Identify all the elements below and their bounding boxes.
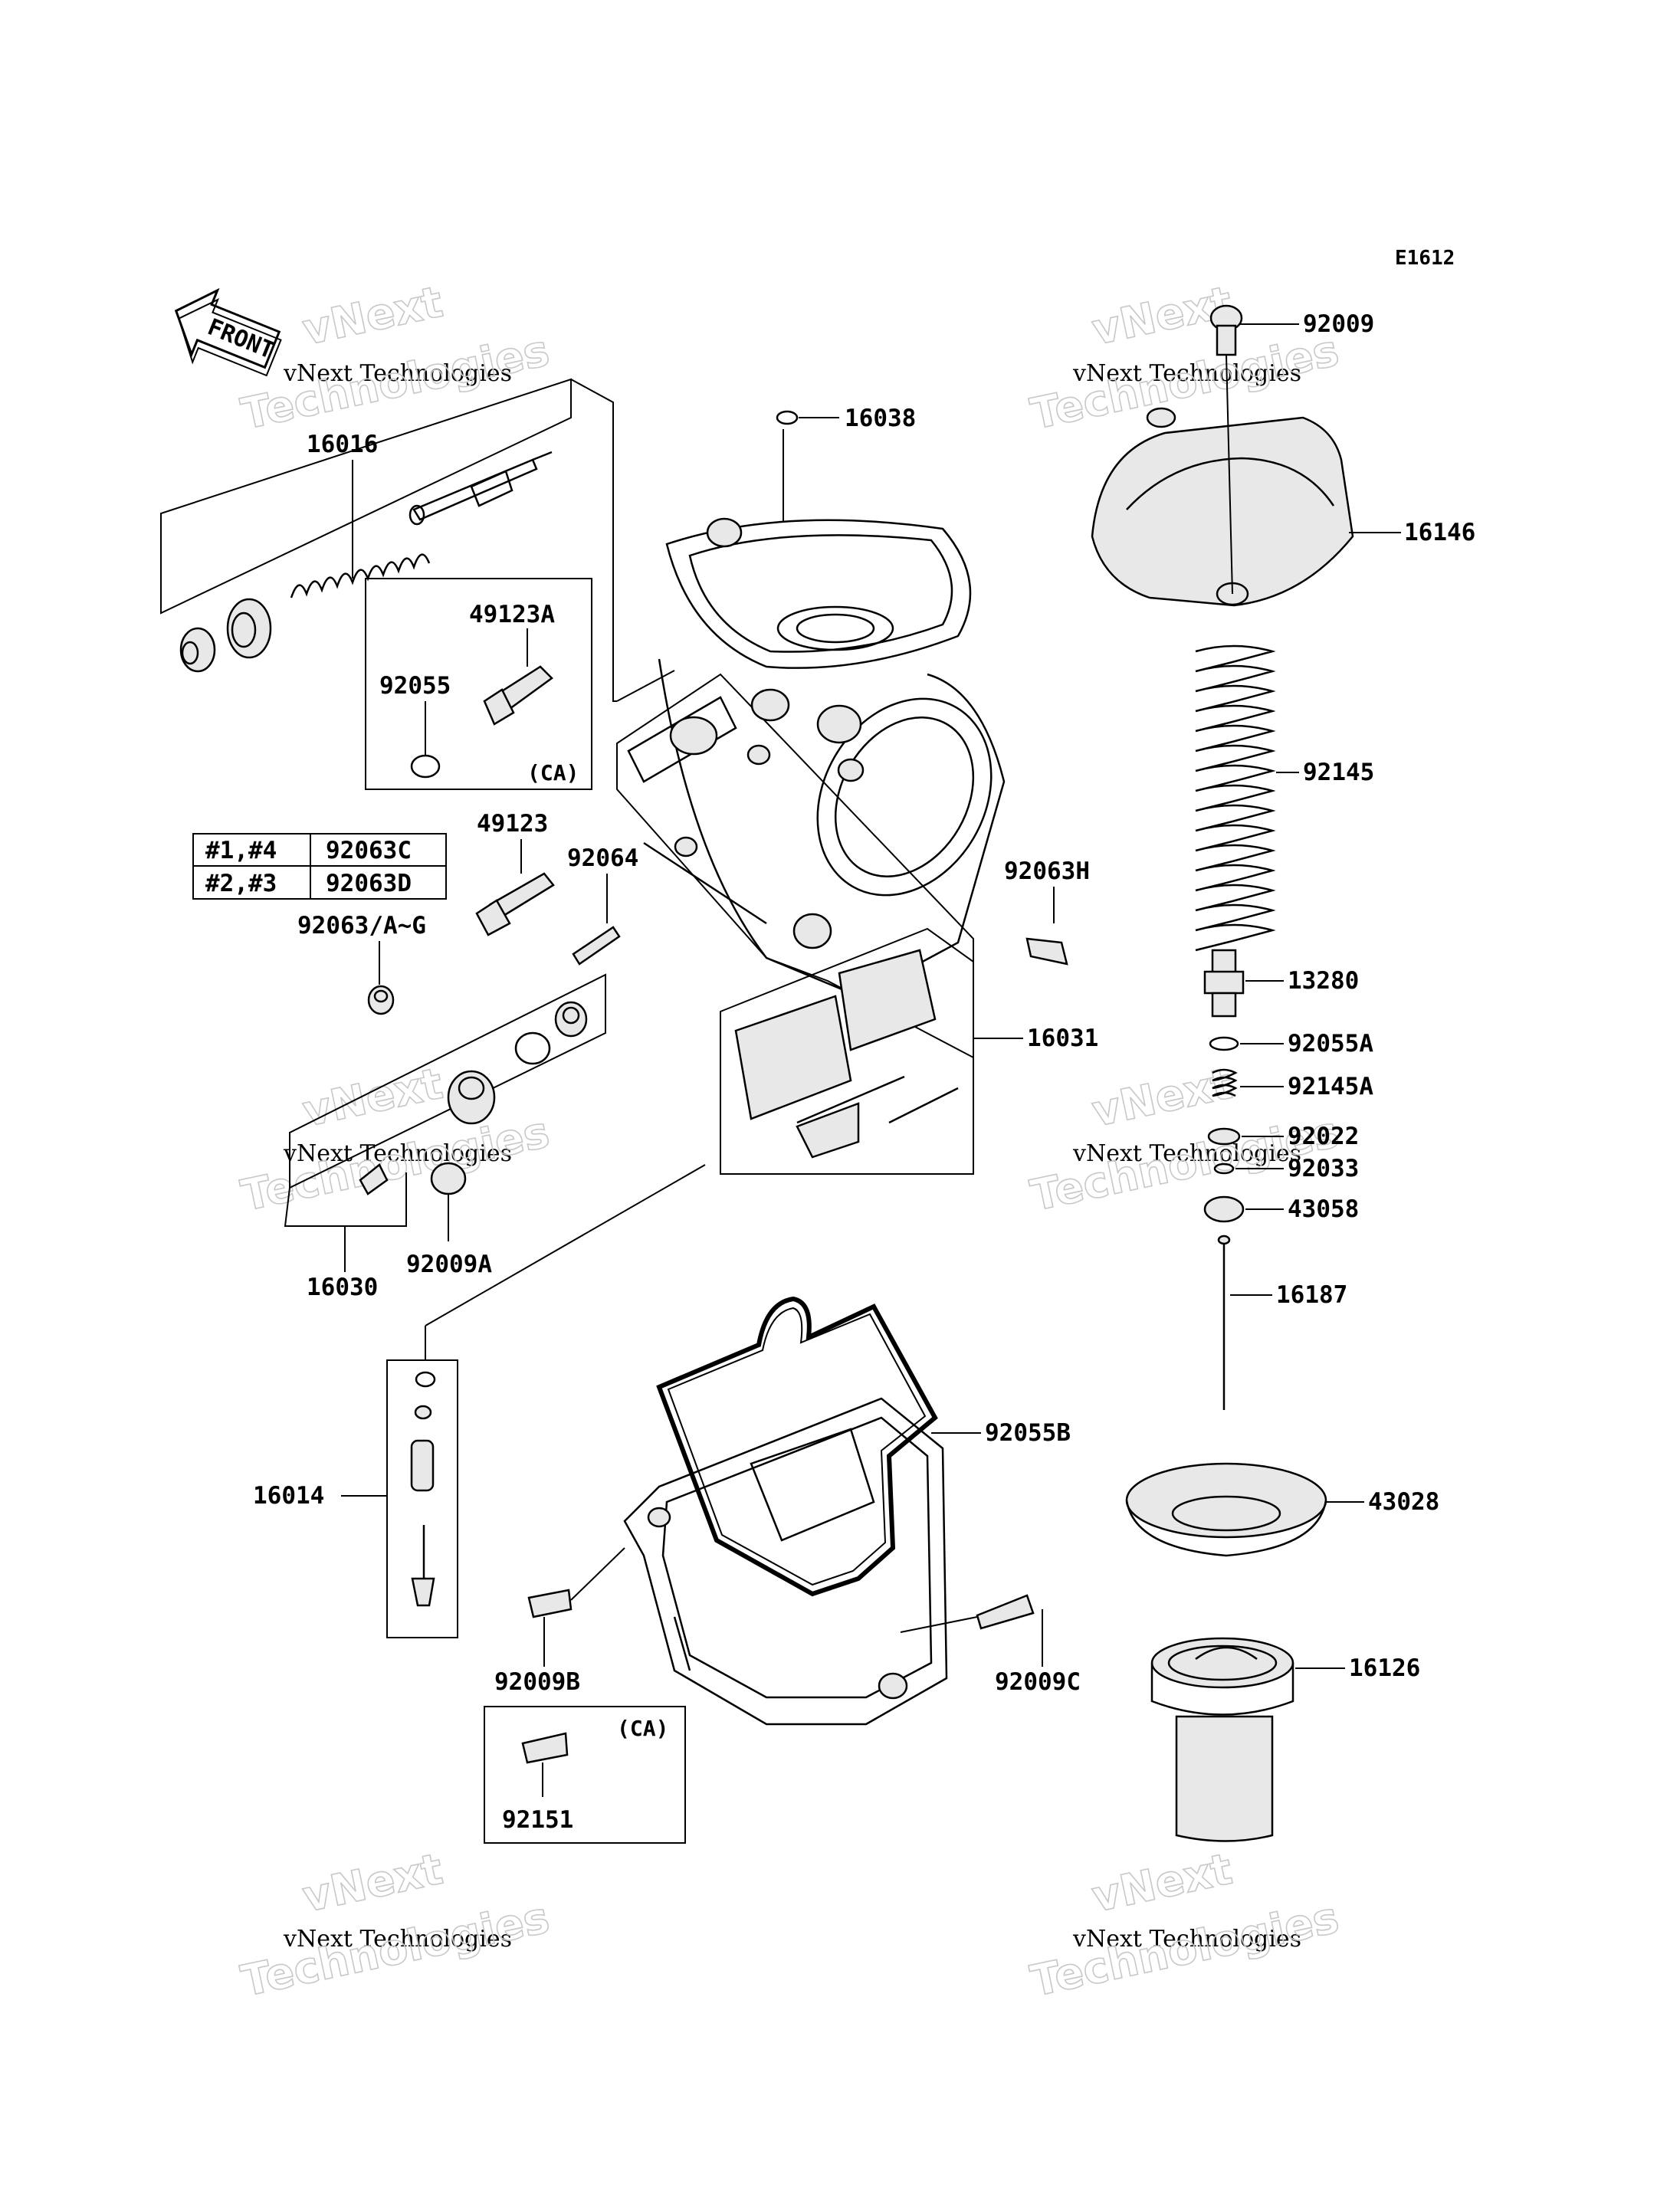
jet-92063h	[1025, 937, 1068, 966]
table-cell-part-2: 92063D	[326, 870, 412, 897]
screw-92009	[1209, 304, 1243, 356]
carburetor-body	[616, 517, 1006, 1059]
jet-needle-16187	[1217, 1235, 1231, 1410]
part-label-92055: 92055	[379, 672, 451, 700]
part-label-92022: 92022	[1288, 1123, 1359, 1150]
part-label-16038: 16038	[845, 405, 916, 432]
svg-text:vNext: vNext	[1088, 1844, 1236, 1923]
part-label-16031: 16031	[1027, 1025, 1098, 1052]
part-label-92064: 92064	[567, 844, 638, 872]
svg-text:vNext Technologies: vNext Technologies	[283, 360, 512, 387]
part-label-92033: 92033	[1288, 1155, 1359, 1182]
svg-text:Technologies: Technologies	[237, 1107, 553, 1221]
pilot-screw	[475, 872, 555, 936]
o-ring-16038	[776, 410, 799, 425]
vacuum-piston-16126	[1150, 1637, 1294, 1842]
table-cell-cyl-2: #2,#3	[205, 870, 277, 897]
svg-text:Technologies: Technologies	[237, 1893, 553, 2006]
part-label-16014: 16014	[253, 1482, 324, 1510]
jet-needle-92064	[572, 926, 621, 966]
part-label-92009C: 92009C	[995, 1668, 1081, 1696]
part-label-92145A: 92145A	[1288, 1073, 1373, 1100]
ca-box-pilot-screw	[365, 578, 592, 790]
svg-text:vNext Technologies: vNext Technologies	[1072, 1926, 1301, 1953]
spring-92145	[1195, 644, 1276, 952]
screw-92151	[521, 1732, 569, 1764]
starter-plunger-group	[284, 973, 606, 1272]
o-ring-92055a	[1209, 1036, 1239, 1051]
part-label-92009: 92009	[1303, 310, 1374, 338]
watermark-bottom-left: vNext Technologies vNext Technologies	[237, 1844, 555, 2007]
part-label-49123: 49123	[477, 810, 548, 838]
ca-box-screw	[484, 1706, 686, 1844]
float-assembly-16031	[720, 927, 974, 1175]
svg-text:vNext: vNext	[1088, 1059, 1236, 1137]
svg-text:Technologies: Technologies	[1026, 1893, 1343, 2006]
cylinder-table: #1,#4 92063C #2,#3 92063D	[192, 833, 447, 900]
watermark-top-right: vNext Technologies vNext Technologies	[1026, 277, 1344, 440]
float-valve-parts	[410, 1371, 436, 1607]
part-label-13280: 13280	[1288, 967, 1359, 995]
main-jet	[367, 985, 395, 1015]
o-ring-92055	[410, 754, 441, 779]
svg-text:vNext: vNext	[298, 1059, 447, 1137]
choke-plunger-group	[160, 378, 675, 702]
diagram-code: E1612	[1395, 247, 1455, 270]
part-label-16187: 16187	[1276, 1281, 1347, 1309]
svg-text:vNext Technologies: vNext Technologies	[283, 1140, 512, 1167]
part-label-92055A: 92055A	[1288, 1030, 1373, 1058]
needle-holder-13280	[1203, 949, 1245, 1018]
watermark-mid-left: vNext Technologies vNext Technologies	[237, 1058, 555, 1221]
part-label-16146: 16146	[1404, 519, 1475, 546]
float-bowl-gasket	[656, 1296, 938, 1597]
part-label-92063H: 92063H	[1004, 857, 1090, 885]
part-label-92151: 92151	[502, 1806, 573, 1834]
pilot-screw-ca	[483, 665, 553, 726]
table-cell-part-1: 92063C	[326, 837, 412, 864]
ca-label-2: (CA)	[617, 1716, 668, 1741]
part-label-92009B: 92009B	[494, 1668, 580, 1696]
svg-text:vNext: vNext	[298, 1844, 447, 1923]
clip-92033	[1213, 1162, 1235, 1175]
box-16014	[386, 1359, 458, 1638]
watermark-bottom-right: vNext Technologies vNext Technologies	[1026, 1844, 1344, 2007]
svg-text:vNext Technologies: vNext Technologies	[1072, 360, 1301, 387]
part-label-92063-a-g: 92063/A~G	[297, 912, 426, 939]
svg-text:vNext Technologies: vNext Technologies	[283, 1926, 512, 1953]
washer-92022	[1207, 1127, 1241, 1146]
part-label-49123A: 49123A	[469, 601, 555, 628]
screw-92009b	[527, 1589, 573, 1618]
spacer-43058	[1203, 1195, 1245, 1223]
ca-label-1: (CA)	[527, 760, 579, 785]
part-label-43028: 43028	[1368, 1488, 1439, 1516]
part-label-92009A: 92009A	[406, 1251, 492, 1278]
top-cover-16146	[1091, 354, 1354, 607]
front-arrow: FRONT	[174, 287, 282, 377]
watermark-top-left: vNext Technologies vNext Technologies	[237, 277, 555, 440]
part-label-43058: 43058	[1288, 1195, 1359, 1223]
spring-92145a	[1212, 1068, 1238, 1097]
float-bowl-gasket-inner	[667, 1307, 927, 1586]
screw-92009c	[976, 1594, 1035, 1630]
svg-text:Technologies: Technologies	[237, 326, 553, 439]
svg-text:vNext Technologies: vNext Technologies	[1072, 1140, 1301, 1167]
part-label-92055B: 92055B	[985, 1419, 1071, 1447]
svg-text:vNext: vNext	[298, 277, 447, 356]
diaphragm-43028	[1125, 1462, 1327, 1557]
part-label-16126: 16126	[1349, 1654, 1420, 1682]
float-bowl	[623, 1397, 948, 1726]
part-label-16030: 16030	[307, 1274, 378, 1301]
table-cell-cyl-1: #1,#4	[205, 837, 277, 864]
part-label-92145: 92145	[1303, 759, 1374, 786]
part-label-16016: 16016	[307, 431, 378, 458]
